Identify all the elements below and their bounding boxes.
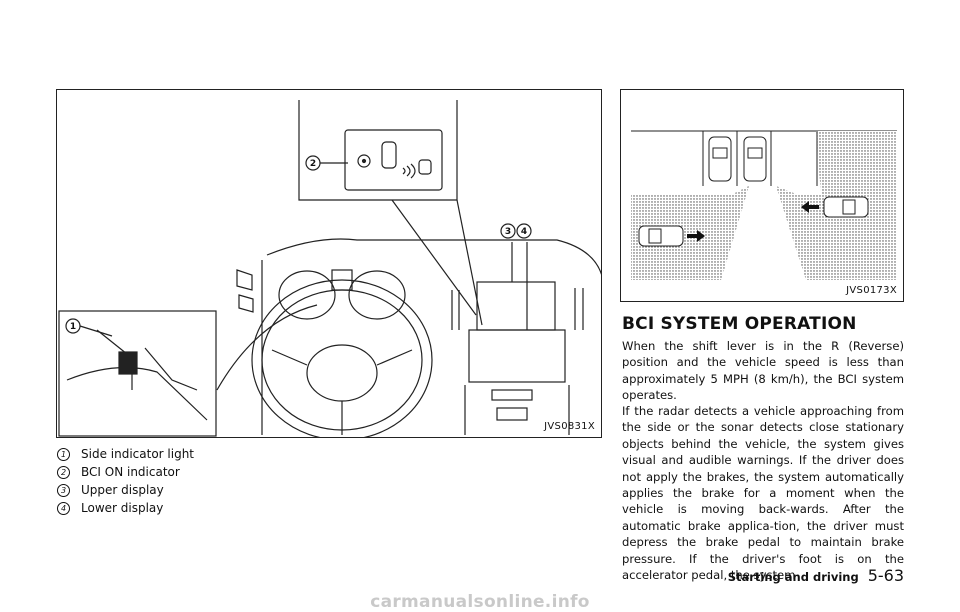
callout-3: 3 xyxy=(505,227,511,237)
paragraph: If the radar detects a vehicle approachi… xyxy=(622,404,904,583)
legend-item: 2 BCI ON indicator xyxy=(57,463,357,481)
figure-left-caption: JVS0831X xyxy=(544,421,595,432)
page-footer: Starting and driving 5-63 xyxy=(728,566,904,585)
callout-4: 4 xyxy=(521,227,527,237)
legend-number: 4 xyxy=(57,501,70,515)
legend-item: 1 Side indicator light xyxy=(57,445,357,463)
footer-section-title: Starting and driving xyxy=(727,570,859,584)
legend-label: Side indicator light xyxy=(81,447,194,461)
callout-2: 2 xyxy=(310,159,316,169)
parking-illustration xyxy=(631,130,897,280)
legend-item: 3 Upper display xyxy=(57,481,357,499)
callout-legend: 1 Side indicator light 2 BCI ON indicato… xyxy=(57,445,357,517)
legend-label: BCI ON indicator xyxy=(81,465,180,479)
figure-right-caption: JVS0173X xyxy=(846,285,897,296)
paragraph: When the shift lever is in the R (Revers… xyxy=(622,339,904,403)
legend-label: Lower display xyxy=(81,501,164,515)
page-number: 5-63 xyxy=(867,566,904,585)
legend-number: 3 xyxy=(57,483,70,497)
figure-parking-diagram: JVS0173X xyxy=(620,89,904,302)
legend-label: Upper display xyxy=(81,483,164,497)
section-heading: BCI SYSTEM OPERATION xyxy=(622,314,857,334)
callout-1: 1 xyxy=(70,322,76,332)
watermark-text: carmanualsonline.info xyxy=(370,592,590,612)
figure-dashboard: 2 1 3 4 JVS0831X xyxy=(56,89,602,438)
dashboard-illustration: 2 1 3 4 xyxy=(58,100,601,437)
legend-item: 4 Lower display xyxy=(57,499,357,517)
legend-number: 2 xyxy=(57,465,70,479)
legend-number: 1 xyxy=(57,447,70,461)
